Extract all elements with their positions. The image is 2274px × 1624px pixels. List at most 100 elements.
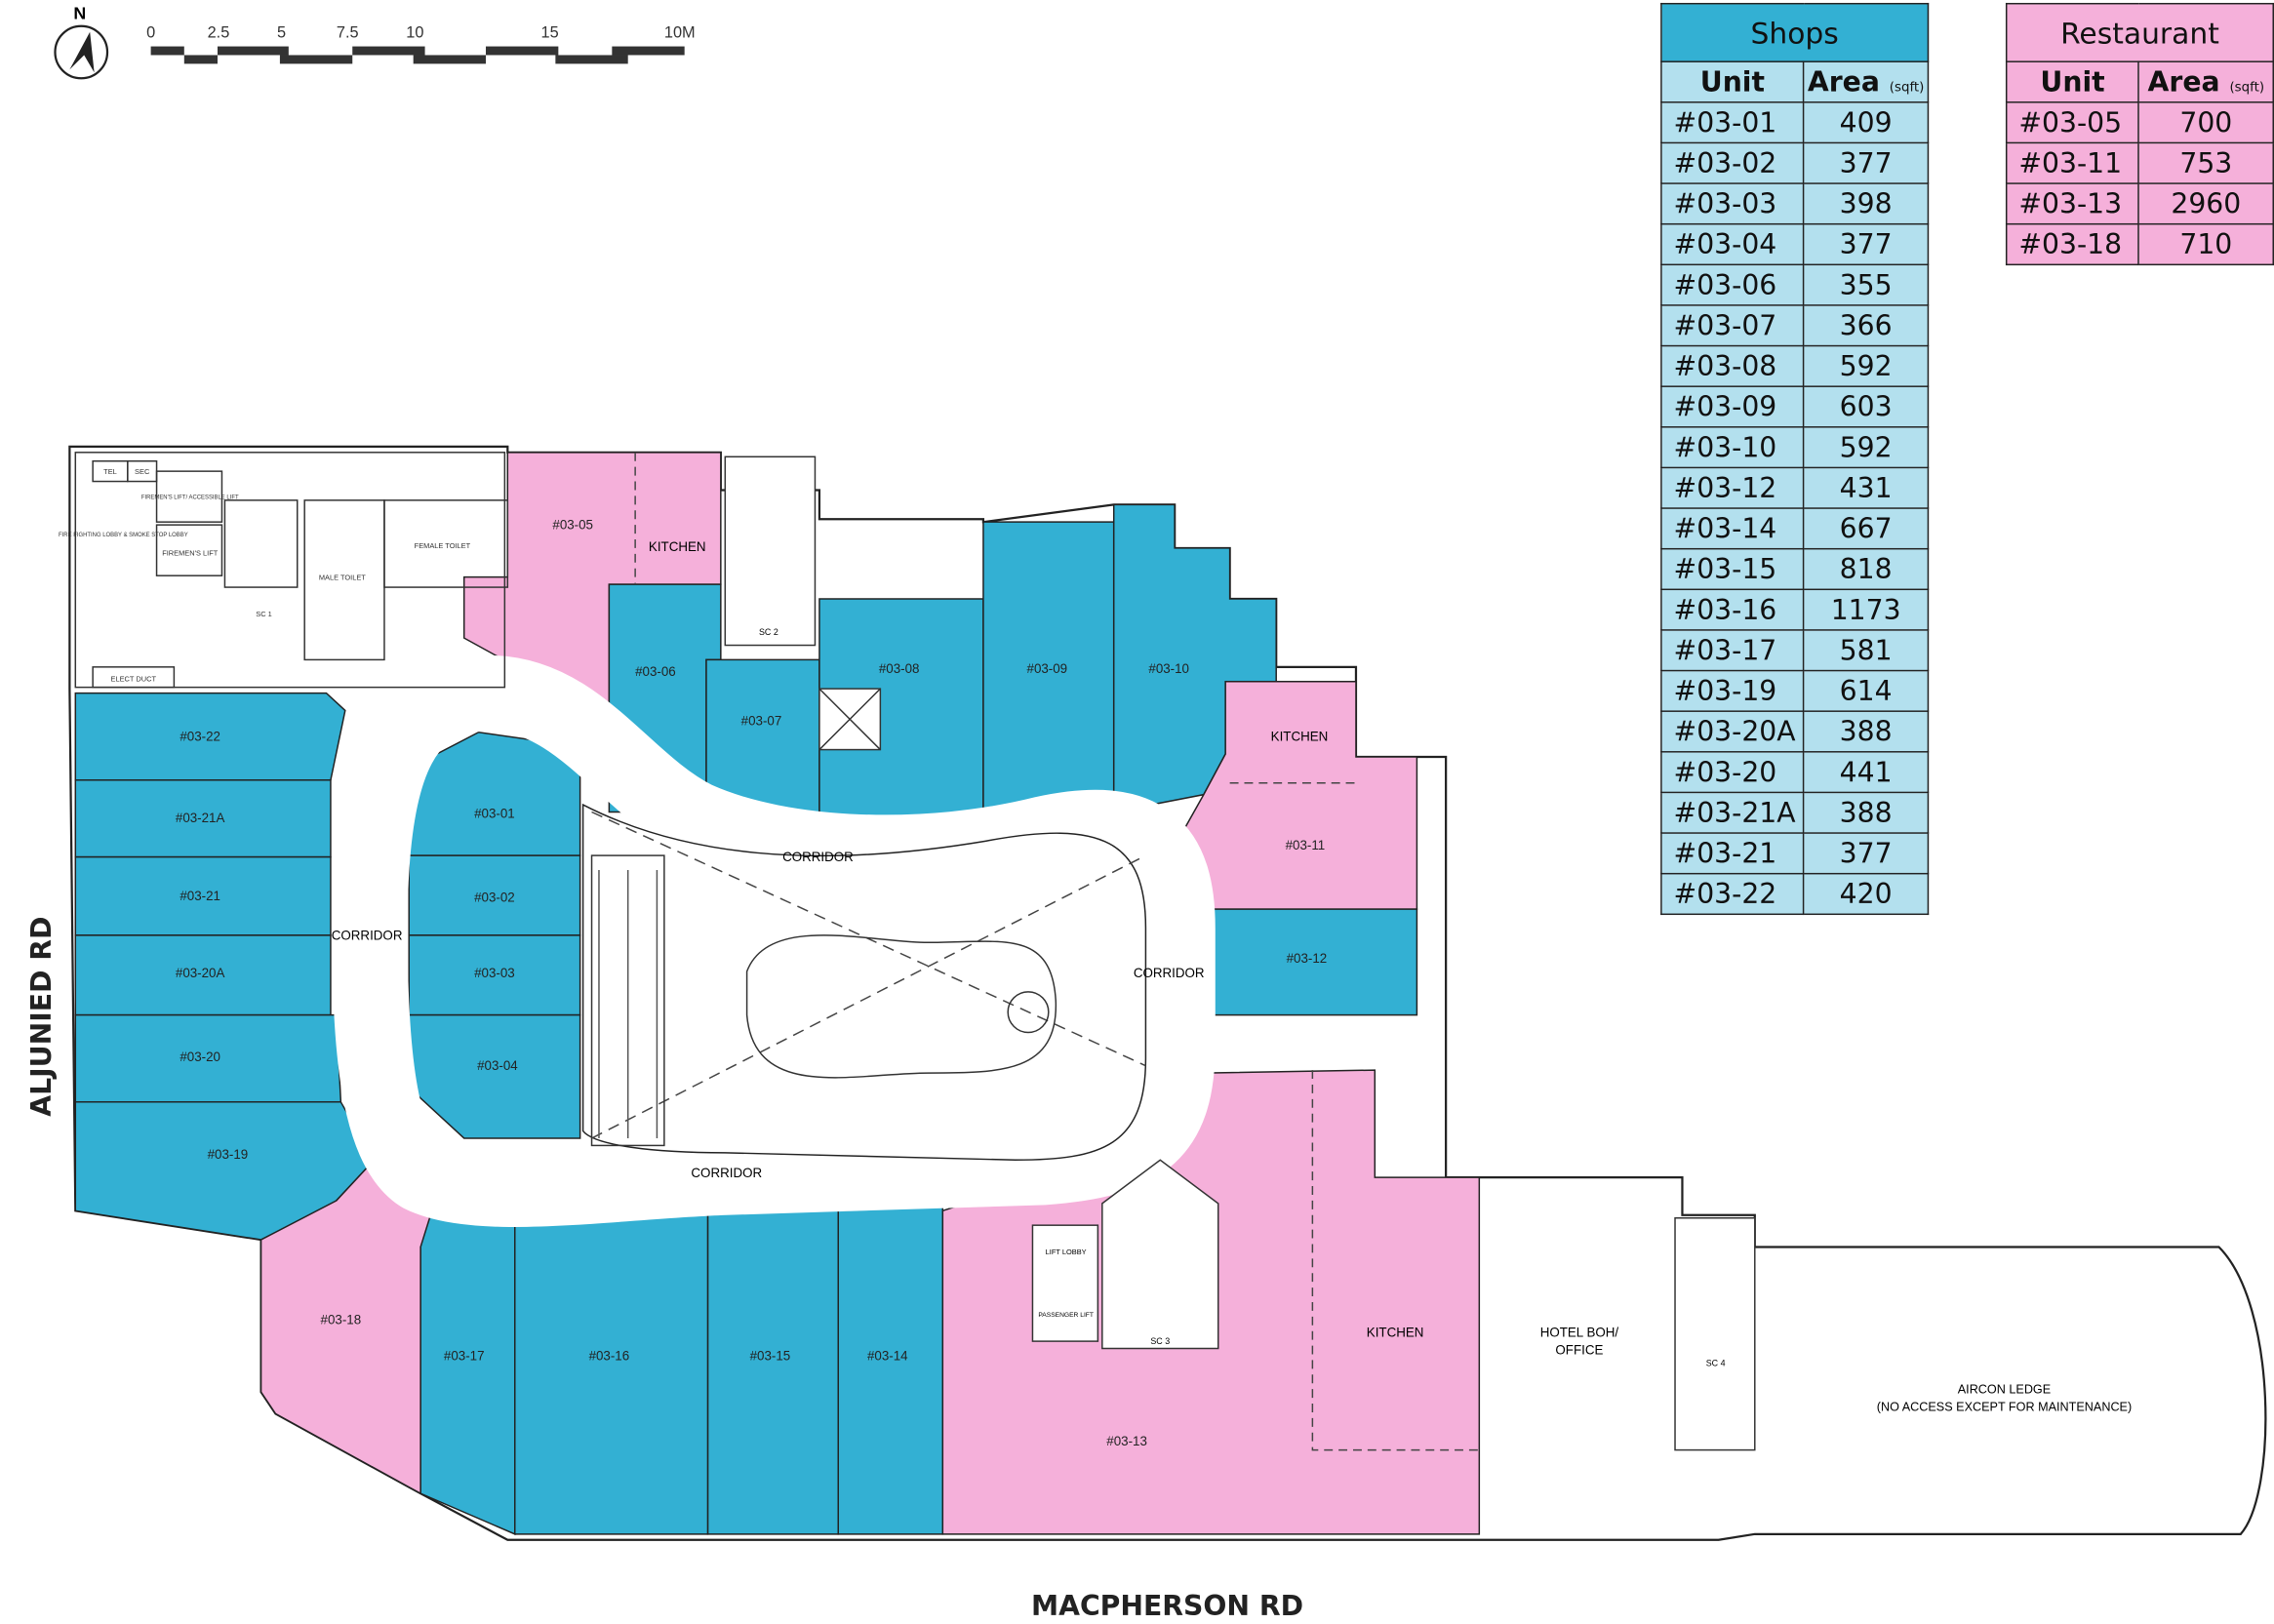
unit-label: #03-12 — [1287, 951, 1328, 966]
area-cell: 398 — [1803, 182, 1930, 225]
aircon-note-label: (NO ACCESS EXCEPT FOR MAINTENANCE) — [1877, 1400, 2132, 1413]
tel-label: TEL — [103, 467, 117, 476]
area-header-text: Area — [2147, 65, 2220, 99]
stair-core-3 — [1101, 1159, 1219, 1350]
elect-duct-label: ELECT DUCT — [111, 675, 157, 684]
corridor-label: CORRIDOR — [691, 1166, 762, 1180]
area-cell: 603 — [1803, 385, 1930, 428]
unit-label: #03-21A — [176, 811, 225, 825]
unit-label: #03-21 — [180, 889, 220, 903]
unit-cell: #03-17 — [1660, 629, 1805, 672]
unit-cell: #03-05 — [2005, 101, 2140, 144]
area-cell: 667 — [1803, 507, 1930, 550]
service-core — [74, 452, 509, 689]
unit-cell: #03-20A — [1660, 710, 1805, 753]
unit-0310[interactable] — [1112, 503, 1277, 813]
unit-cell: #03-11 — [2005, 141, 2140, 184]
unit-label: #03-07 — [741, 713, 782, 728]
female-toilet-label: FEMALE TOILET — [415, 541, 471, 550]
corridor — [332, 654, 1216, 1227]
area-cell: 2960 — [2137, 182, 2274, 225]
corridor-label: CORRIDOR — [1134, 966, 1205, 980]
scale-tick: 7.5 — [337, 24, 359, 42]
area-cell: 377 — [1803, 141, 1930, 184]
unit-label: #03-05 — [552, 518, 593, 533]
unit-label: #03-08 — [879, 661, 920, 676]
unit-0315[interactable] — [706, 1209, 839, 1535]
kitchen-label: KITCHEN — [1367, 1326, 1424, 1340]
unit-label: #03-16 — [589, 1348, 630, 1363]
area-cell: 355 — [1803, 263, 1930, 306]
area-cell: 388 — [1803, 710, 1930, 753]
area-cell: 818 — [1803, 547, 1930, 591]
hotel-boh-label: HOTEL BOH/ — [1540, 1326, 1619, 1340]
unit-0316[interactable] — [513, 1203, 709, 1535]
unit-label: #03-09 — [1027, 661, 1068, 676]
north-label: N — [73, 3, 86, 22]
area-cell: 377 — [1803, 222, 1930, 266]
area-cell: 592 — [1803, 426, 1930, 469]
unit-cell: #03-16 — [1660, 588, 1805, 631]
road-label-aljunied: ALJUNIED RD — [25, 916, 59, 1117]
unit-cell: #03-01 — [1660, 101, 1805, 144]
fire-lobby-label: FIRE FIGHTING LOBBY & SMOKE STOP LOBBY — [59, 533, 188, 538]
scale-tick: 10M — [664, 24, 696, 42]
unit-0318[interactable] — [259, 1159, 436, 1495]
area-cell: 753 — [2137, 141, 2274, 184]
area-cell: 377 — [1803, 832, 1930, 875]
unit-cell: #03-18 — [2005, 222, 2140, 266]
unit-cell: #03-10 — [1660, 426, 1805, 469]
accessible-lift-label: FIREMEN'S LIFT/ ACCESSIBLE LIFT — [141, 495, 239, 500]
area-column-header: Area (sqft) — [1803, 60, 1930, 103]
unit-label: #03-20A — [176, 966, 225, 980]
scale-tick: 5 — [277, 24, 286, 42]
unit-cell: #03-12 — [1660, 466, 1805, 509]
stair-core-2 — [724, 456, 817, 647]
unit-0317[interactable] — [419, 1203, 516, 1535]
unit-label: #03-20 — [180, 1050, 220, 1064]
unit-label: #03-18 — [321, 1312, 362, 1327]
sc2-label: SC 2 — [759, 627, 778, 637]
unit-label: #03-02 — [474, 891, 515, 905]
unit-cell: #03-07 — [1660, 304, 1805, 347]
unit-cell: #03-21A — [1660, 791, 1805, 834]
scale-tick: 10 — [406, 24, 423, 42]
scale-tick: 2.5 — [208, 24, 230, 42]
unit-0314[interactable] — [837, 1206, 944, 1535]
male-toilet-label: MALE TOILET — [319, 574, 366, 582]
area-unit: (sqft) — [1889, 80, 1925, 96]
unit-cell: #03-13 — [2005, 182, 2140, 225]
unit-label: #03-06 — [635, 664, 676, 679]
scale-tick: 0 — [146, 24, 155, 42]
area-cell: 431 — [1803, 466, 1930, 509]
escalator — [590, 854, 665, 1147]
unit-label: #03-10 — [1148, 661, 1189, 676]
unit-label: #03-17 — [444, 1348, 485, 1363]
unit-label: #03-19 — [208, 1147, 249, 1162]
firemens-lift-label: FIREMEN'S LIFT — [162, 548, 219, 557]
unit-0322[interactable] — [74, 692, 346, 781]
kitchen-label: KITCHEN — [1271, 730, 1329, 744]
unit-label: #03-22 — [180, 730, 220, 744]
shops-table-title: Shops — [1660, 2, 1930, 62]
unit-cell: #03-14 — [1660, 507, 1805, 550]
unit-cell: #03-02 — [1660, 141, 1805, 184]
area-unit: (sqft) — [2229, 80, 2265, 96]
area-cell: 1173 — [1803, 588, 1930, 631]
aircon-ledge-label: AIRCON LEDGE — [1958, 1383, 2051, 1397]
